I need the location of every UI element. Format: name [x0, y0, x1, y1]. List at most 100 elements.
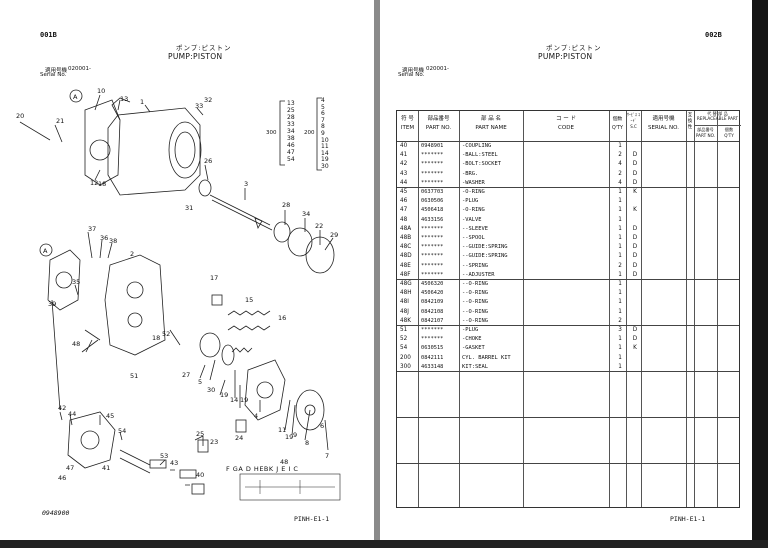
svg-text:51: 51	[130, 372, 138, 380]
svg-text:27: 27	[182, 371, 190, 379]
svg-text:30: 30	[207, 386, 215, 394]
part-name-cell: -O-RING	[462, 189, 485, 195]
part-name-cell: -O-RING	[462, 207, 485, 214]
part-name-cell: --O-RING	[462, 290, 488, 297]
item-cell: 48E	[400, 262, 411, 269]
svg-text:24: 24	[235, 434, 243, 442]
svg-text:19: 19	[240, 396, 248, 404]
quantity-cell: 1	[618, 207, 622, 214]
part-name-cell: -BOLT:SOCKET	[462, 161, 501, 168]
service-code-cell: D	[632, 253, 638, 260]
svg-text:29: 29	[330, 231, 338, 239]
item-cell: 48A	[400, 225, 412, 232]
quantity-cell: 1	[618, 299, 622, 306]
service-code-cell: D	[632, 271, 638, 278]
scrollbar[interactable]	[752, 0, 768, 548]
kit-item: 19	[321, 156, 329, 164]
part-number-cell: 4506320	[421, 281, 444, 287]
svg-text:48: 48	[280, 458, 288, 466]
item-cell: 43	[400, 170, 408, 177]
svg-text:1: 1	[140, 98, 144, 106]
svg-text:25: 25	[196, 430, 204, 438]
part-name-cell: --SLEEVE	[462, 225, 488, 232]
svg-text:40: 40	[196, 471, 204, 479]
service-code-cell: D	[632, 152, 638, 159]
item-cell: 51	[400, 327, 408, 333]
part-number-cell: 4506418	[421, 207, 444, 214]
service-code-cell: K	[633, 189, 637, 195]
item-cell: 46	[400, 198, 408, 205]
part-name-cell: -BALL:STEEL	[462, 152, 498, 159]
item-cell: 42	[400, 161, 408, 168]
item-cell: 48F	[400, 271, 411, 278]
svg-text:18: 18	[98, 180, 106, 188]
item-cell: 48D	[400, 253, 412, 260]
svg-text:2: 2	[130, 250, 134, 258]
part-number-cell: *******	[421, 170, 444, 177]
part-name-cell: -PLUG	[462, 327, 479, 333]
item-cell: 48K	[400, 317, 411, 324]
item-cell: 44	[400, 179, 408, 186]
svg-text:39: 39	[48, 300, 56, 308]
svg-text:17: 17	[210, 274, 218, 282]
quantity-cell: 1	[618, 225, 622, 232]
kit-item: 25	[287, 107, 295, 114]
serial-label-en: Serial No.	[40, 72, 67, 78]
header-compat: 互換性	[687, 113, 693, 130]
svg-text:10: 10	[97, 87, 105, 95]
kit-200-list: 4 5 6 7 8 9 10 11 14 19 30	[321, 97, 329, 171]
item-cell: 45	[400, 189, 408, 195]
svg-text:37: 37	[88, 225, 96, 233]
kit-item: 8	[321, 123, 325, 131]
part-name-cell: CYL. BARREL KIT	[462, 354, 511, 361]
kit-item: 38	[287, 135, 295, 142]
svg-text:35: 35	[72, 278, 80, 286]
serial-label-jp: 適用号機	[45, 68, 68, 74]
kit-300-label: 300	[266, 130, 277, 136]
page-footer-code: PINH-E1-1	[670, 515, 706, 523]
svg-text:14: 14	[230, 396, 238, 404]
item-cell: 48G	[400, 281, 412, 287]
svg-text:20: 20	[16, 112, 24, 120]
quantity-cell: 1	[618, 253, 622, 260]
svg-text:38: 38	[109, 237, 117, 245]
part-number-cell: *******	[421, 327, 444, 333]
svg-text:22: 22	[315, 222, 323, 230]
svg-text:12: 12	[90, 179, 98, 187]
service-code-cell: D	[632, 235, 638, 241]
service-code-cell: D	[632, 170, 638, 177]
part-name-cell: --O-RING	[462, 281, 488, 287]
service-code-cell: D	[632, 161, 638, 168]
svg-text:54: 54	[118, 427, 126, 435]
page-title: PUMP:PISTON	[538, 52, 593, 61]
part-number-cell: *******	[421, 271, 444, 278]
part-number-cell: 4633156	[421, 216, 444, 223]
svg-text:28: 28	[282, 201, 290, 209]
service-code-cell: D	[632, 327, 638, 333]
part-name-cell: KIT:SEAL	[462, 363, 488, 370]
part-number-cell: *******	[421, 336, 444, 343]
part-number-cell: *******	[421, 262, 444, 269]
item-cell: 200	[400, 354, 411, 361]
svg-text:52: 52	[162, 330, 170, 338]
kit-item: 47	[287, 149, 295, 156]
part-number-cell: *******	[421, 253, 444, 260]
part-number-cell: 0842109	[421, 299, 444, 306]
kit-item: 28	[287, 114, 295, 121]
part-number-cell: *******	[421, 244, 444, 251]
